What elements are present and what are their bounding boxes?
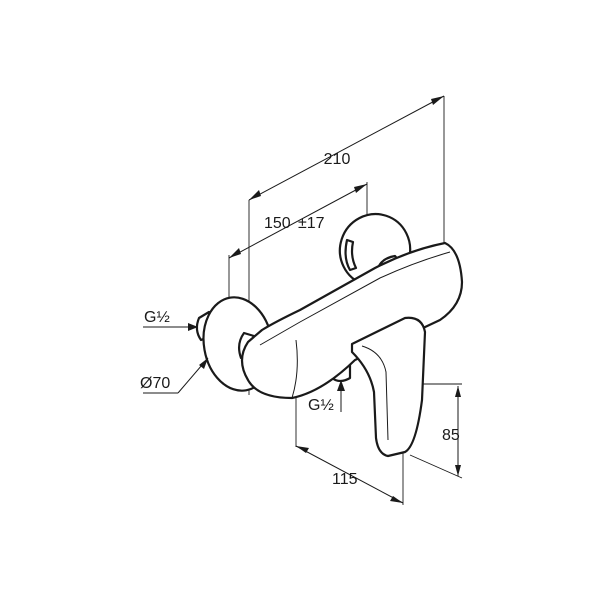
arrow-85-top: [455, 386, 461, 397]
label-spout-projection: 115: [332, 471, 358, 488]
handle-crease: [361, 345, 389, 441]
leaders: [143, 323, 345, 412]
arrow-150-left: [229, 248, 241, 258]
arrow-115-left: [296, 446, 309, 453]
dim-line-115: [295, 445, 404, 504]
label-overall-width: 210: [324, 151, 351, 168]
arrow-210-right: [431, 96, 444, 105]
arrow-85-bottom: [455, 465, 461, 476]
arrow-150-right: [354, 184, 367, 193]
label-outlet-thread: G½: [308, 397, 334, 414]
arrow-210-left: [249, 190, 261, 200]
faucet-body: [240, 241, 464, 400]
arrow-outlet-thread: [337, 380, 345, 391]
arrow-inlet-thread: [188, 323, 198, 331]
arrow-115-right: [390, 496, 403, 503]
label-inlet-thread: G½: [144, 309, 170, 326]
dim-line-210: [248, 95, 445, 201]
label-rosette-diameter: Ø70: [140, 375, 170, 392]
labels: 210 150 ±17 G½ Ø70 G½ 115 85: [140, 151, 460, 488]
arrow-rosette: [199, 358, 208, 369]
dim-line-150: [228, 183, 368, 259]
dimension-lines: [228, 95, 461, 504]
label-connection-spacing: 150: [264, 215, 291, 232]
handle-outline: [350, 316, 427, 458]
ext-85-bottom: [409, 454, 463, 479]
right-inlet-stub: [344, 238, 358, 272]
label-handle-height: 85: [442, 427, 460, 444]
body-top-edge: [259, 251, 451, 346]
body-front-edge: [291, 339, 298, 399]
label-tolerance: ±17: [298, 215, 325, 232]
lever-handle: [350, 316, 427, 458]
